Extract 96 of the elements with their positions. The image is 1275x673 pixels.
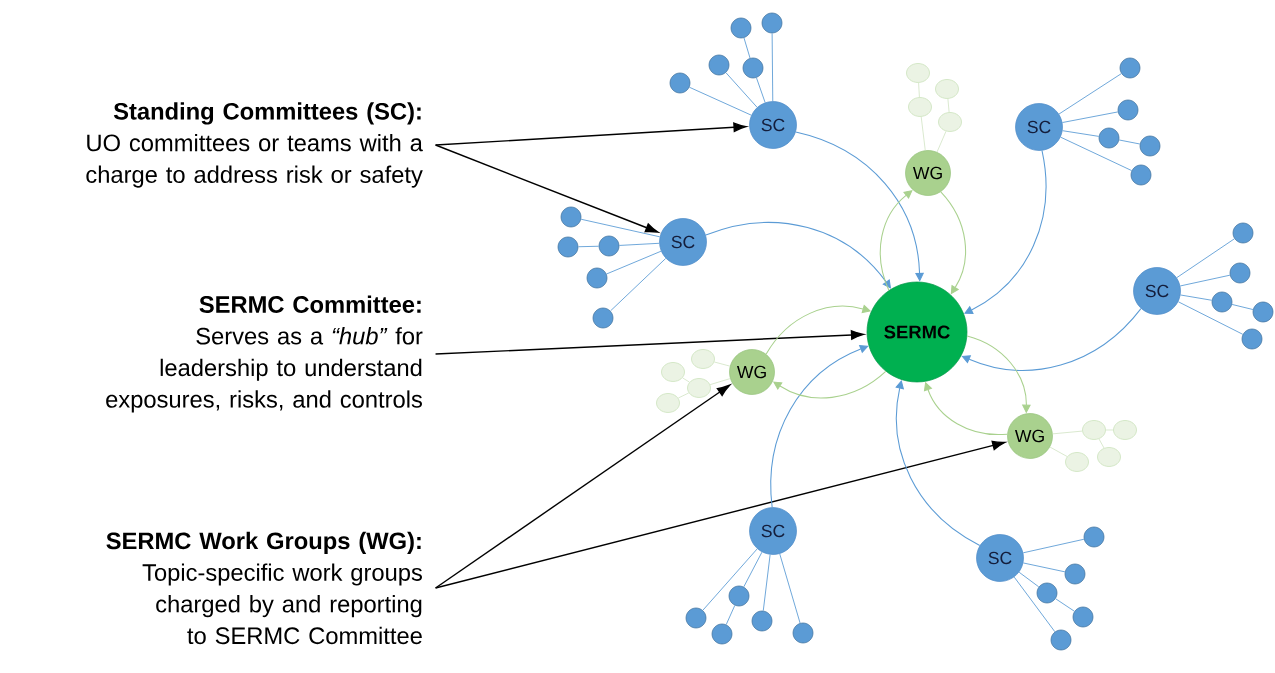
member-dot	[730, 17, 752, 39]
connector-line	[677, 392, 690, 399]
connector-line	[610, 258, 667, 312]
member-dot	[761, 12, 783, 34]
connector-line	[709, 378, 731, 386]
arrow	[434, 330, 865, 355]
member-dot	[708, 54, 730, 76]
connector-line	[771, 32, 774, 102]
member-dot	[557, 236, 579, 258]
curved-arrow	[795, 131, 925, 282]
connector-line	[725, 605, 736, 625]
connector-line	[1022, 562, 1066, 573]
arrow	[434, 384, 731, 589]
connector-line	[1062, 130, 1100, 137]
member-dot	[1232, 222, 1254, 244]
member-dot	[1072, 606, 1094, 628]
member-dot	[728, 585, 750, 607]
connector-line	[1180, 294, 1213, 301]
member-dot	[669, 72, 691, 94]
description-text: SERMC Committee: Serves as a “hub” for leadership to understand exposures, risks, and controls	[106, 295, 423, 413]
member-dot	[1119, 57, 1141, 79]
member-dot	[592, 307, 614, 329]
connector-line	[1052, 430, 1083, 435]
connector-line	[618, 242, 660, 246]
faded-member-dot	[935, 79, 959, 99]
member-dot	[1036, 582, 1058, 604]
member-dot	[1083, 526, 1105, 548]
faded-member-dot	[661, 362, 685, 382]
curved-arrow	[770, 344, 869, 508]
connector-line	[1062, 111, 1119, 123]
faded-member-dot	[938, 112, 962, 132]
curved-arrow	[879, 190, 913, 291]
connector-line	[756, 77, 766, 103]
connector-line	[936, 130, 947, 153]
member-dot	[1050, 629, 1072, 651]
faded-member-dot	[908, 97, 932, 117]
member-dot	[598, 235, 620, 257]
faded-member-dot	[1097, 447, 1121, 467]
member-dot	[751, 610, 773, 632]
connector-line	[682, 377, 690, 383]
faded-member-dot	[691, 349, 715, 369]
connector-line	[920, 116, 926, 151]
connector-line	[1060, 136, 1133, 171]
arrow	[434, 440, 1006, 589]
connector-line	[743, 37, 751, 59]
connector-line	[1013, 576, 1056, 633]
member-dot	[685, 607, 707, 629]
member-dot	[1117, 99, 1139, 121]
connector-line	[1177, 301, 1244, 335]
member-dot	[1139, 135, 1161, 157]
member-dot	[1098, 127, 1120, 149]
member-dot	[586, 267, 608, 289]
arrow	[434, 144, 659, 233]
member-dot	[1229, 262, 1251, 284]
connector-line	[689, 86, 752, 116]
member-dot	[1241, 328, 1263, 350]
connector-line	[762, 554, 771, 612]
faded-member-dot	[687, 378, 711, 398]
connector-line	[1018, 571, 1040, 588]
description-text: SERMC Work Groups (WG): Topic-specific work groups charged by and reporting to SERMC Committee	[106, 531, 422, 645]
faded-member-dot	[906, 63, 930, 83]
connector-line	[743, 551, 763, 588]
member-dot	[1064, 563, 1086, 585]
connector-line	[1058, 73, 1122, 115]
member-dot	[560, 206, 582, 228]
member-dot	[792, 622, 814, 644]
connector-line	[713, 361, 731, 367]
connector-line	[702, 548, 758, 611]
faded-member-dot	[656, 393, 680, 413]
member-dot	[1130, 164, 1152, 186]
connector-line	[1179, 274, 1231, 287]
connector-line	[1055, 598, 1075, 612]
connector-line	[1118, 139, 1141, 145]
faded-member-dot	[1082, 420, 1106, 440]
connector-line	[580, 218, 661, 238]
connector-line	[577, 245, 600, 248]
connector-line	[1098, 438, 1105, 449]
connector-line	[1049, 446, 1068, 457]
curved-arrow	[940, 191, 967, 295]
faded-member-dot	[1065, 452, 1089, 472]
connector-line	[1231, 304, 1254, 310]
connector-line	[1022, 538, 1085, 554]
connector-line	[1176, 238, 1235, 279]
connector-line	[918, 82, 920, 98]
description-text: Standing Committees (SC): UO committees or teams with a charge to address risk or safety	[86, 102, 423, 188]
connector-line	[947, 98, 950, 113]
faded-member-dot	[1113, 420, 1137, 440]
member-dot	[711, 623, 733, 645]
member-dot	[742, 57, 764, 79]
connector-line	[725, 72, 758, 108]
arrow	[434, 122, 747, 146]
member-dot	[1252, 301, 1274, 323]
member-dot	[1211, 291, 1233, 313]
connector-line	[606, 250, 662, 275]
connector-line	[779, 553, 801, 624]
curved-arrow	[961, 308, 1142, 371]
